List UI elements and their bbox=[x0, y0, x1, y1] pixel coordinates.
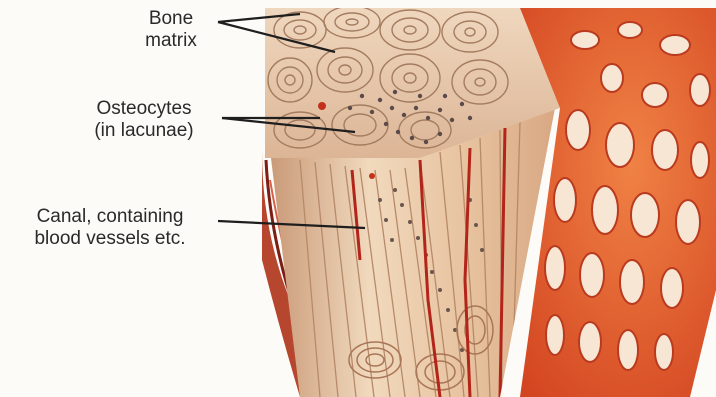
label-canal: Canal, containing blood vessels etc. bbox=[6, 206, 214, 250]
label-canal-line-2: blood vessels etc. bbox=[6, 228, 214, 250]
label-osteocytes-line-1: Osteocytes bbox=[70, 98, 218, 120]
label-canal-line-1: Canal, containing bbox=[6, 206, 214, 228]
label-bone-matrix: Bone matrix bbox=[128, 8, 214, 52]
label-osteocytes: Osteocytes (in lacunae) bbox=[70, 98, 218, 142]
label-osteocytes-line-2: (in lacunae) bbox=[70, 120, 218, 142]
label-bone-matrix-line-2: matrix bbox=[128, 30, 214, 52]
label-bone-matrix-line-1: Bone bbox=[128, 8, 214, 30]
